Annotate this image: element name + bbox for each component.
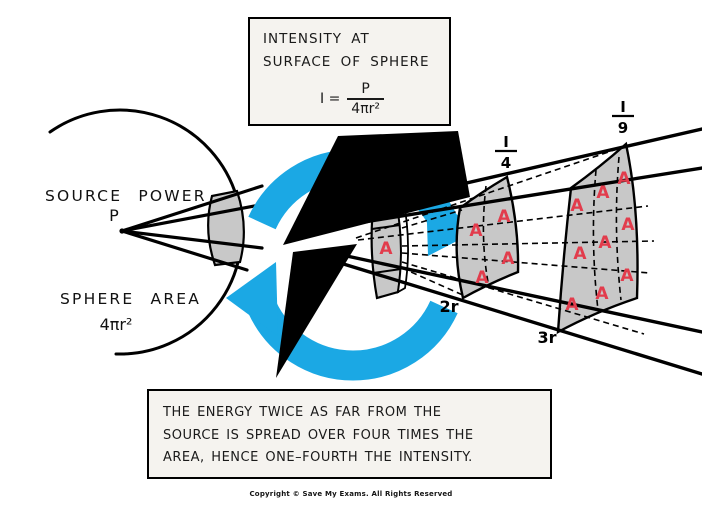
source-symbol: P [109, 206, 119, 225]
area-label: A [475, 268, 489, 288]
energy-note-box: THE ENERGY TWICE AS FAR FROM THE SOURCE … [147, 389, 552, 479]
source-rays [120, 184, 267, 272]
area-label: A [497, 207, 511, 227]
area-label: A [570, 196, 584, 216]
intensity-quarter-numerator: I [503, 133, 509, 151]
energy-note-line3: AREA, HENCE ONE–FOURTH THE INTENSITY. [163, 450, 473, 465]
area-labels: A A A A A A A A A A A A A A [379, 169, 635, 315]
area-label: A [621, 215, 635, 235]
lightning-bolt-icon [276, 131, 470, 378]
intensity-note-line1: INTENSITY AT [263, 31, 370, 47]
intensity-ninth-fraction: I 9 [612, 98, 634, 137]
area-label: A [565, 295, 579, 315]
area-label: A [379, 239, 393, 259]
source-power-label: SOURCE POWER [45, 187, 207, 205]
patch-2r [455, 175, 520, 300]
source-point [119, 228, 125, 234]
distance-2r-label: 2r [439, 297, 458, 316]
area-label: A [501, 249, 515, 269]
intensity-note-line2: SURFACE OF SPHERE [263, 54, 430, 70]
formula-lhs: I = [319, 91, 341, 107]
intensity-ninth-denominator: 9 [618, 119, 628, 137]
distance-3r-label: 3r [537, 328, 556, 347]
copyright-text: Copyright © Save My Exams. All Rights Re… [249, 490, 453, 498]
intensity-quarter-denominator: 4 [501, 154, 511, 172]
area-label: A [573, 244, 587, 264]
formula-denominator: 4πr² [347, 98, 385, 117]
energy-note-line2: SOURCE IS SPREAD OVER FOUR TIMES THE [163, 427, 474, 443]
area-label: A [598, 233, 612, 253]
formula-numerator: P [361, 81, 370, 97]
sphere-area-label: SPHERE AREA [60, 290, 201, 308]
sphere-area-formula: 4πr² [100, 315, 133, 334]
area-label: A [469, 221, 483, 241]
area-label: A [595, 284, 609, 304]
area-label: A [617, 169, 631, 189]
area-label: A [596, 183, 610, 203]
area-label: A [620, 266, 634, 286]
intensity-ninth-numerator: I [620, 98, 626, 116]
energy-note-line1: THE ENERGY TWICE AS FAR FROM THE [163, 405, 442, 420]
intensity-quarter-fraction: I 4 [495, 133, 517, 172]
